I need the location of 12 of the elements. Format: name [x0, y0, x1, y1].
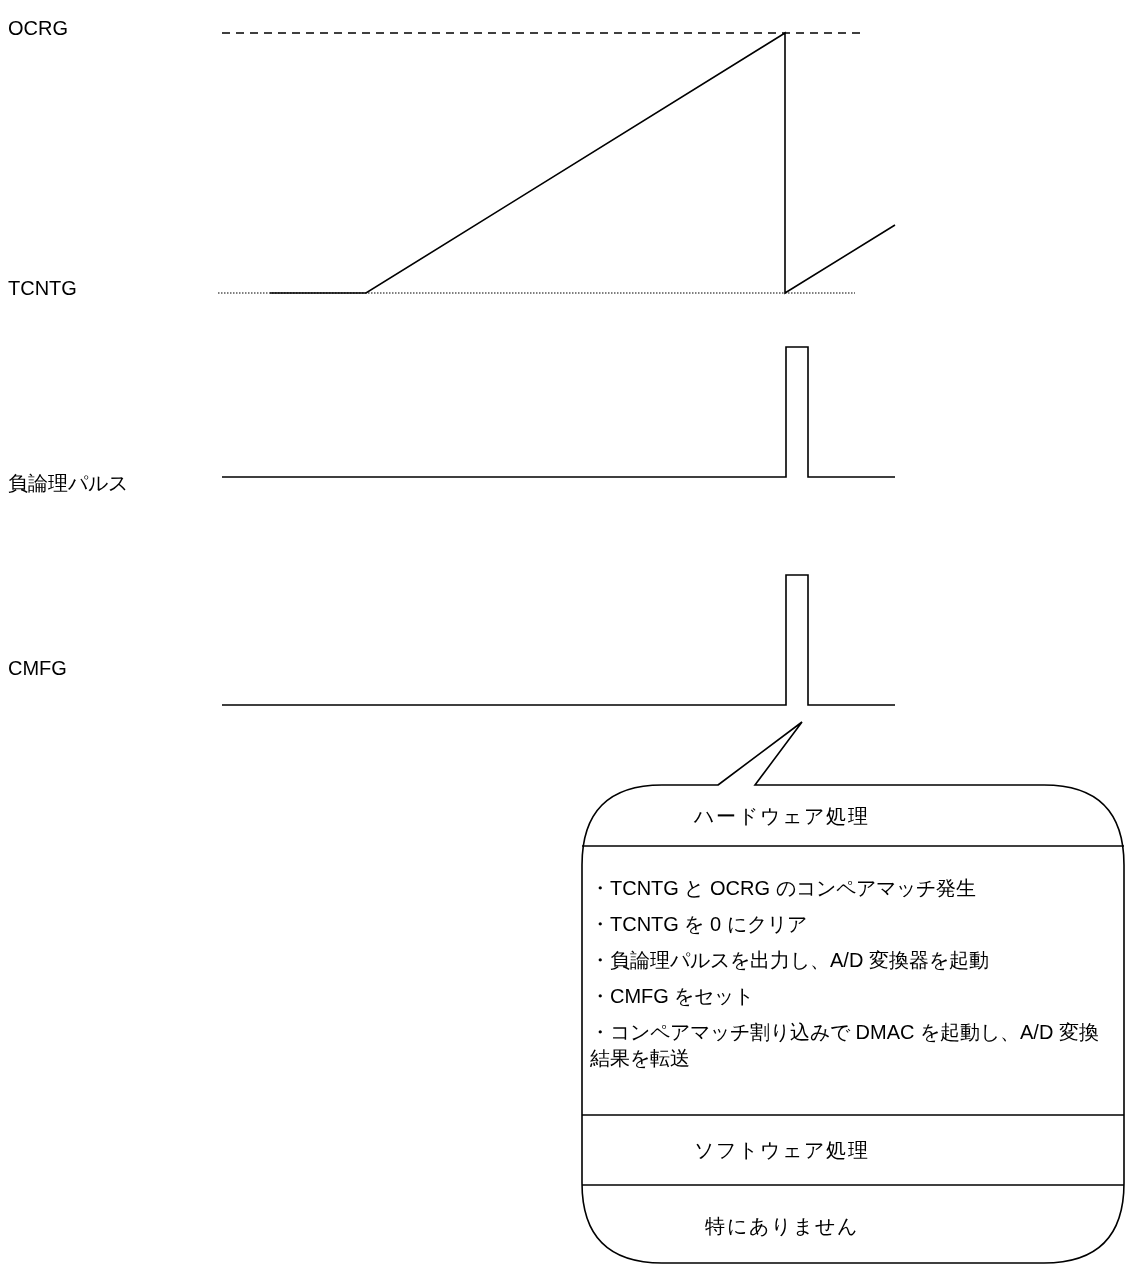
list-item: ・コンペアマッチ割り込みで DMAC を起動し、A/D 変換結果を転送	[590, 1020, 1100, 1071]
body-text: 特にありません	[704, 1214, 860, 1239]
list-item: ・TCNTG を 0 にクリア	[590, 912, 808, 937]
signal-label: 負論理パルス	[8, 471, 128, 495]
list-item: ・負論理パルスを出力し、A/D 変換器を起動	[590, 948, 990, 973]
signal-label: CMFG	[8, 656, 67, 680]
list-item: ・TCNTG と OCRG のコンペアマッチ発生	[590, 876, 977, 901]
signal-label: TCNTG	[8, 276, 77, 300]
list-item: ・CMFG をセット	[590, 984, 756, 1009]
section-heading: ハードウェア処理	[693, 804, 871, 829]
section-heading: ソフトウェア処理	[693, 1138, 871, 1163]
signal-label: OCRG	[8, 16, 68, 40]
